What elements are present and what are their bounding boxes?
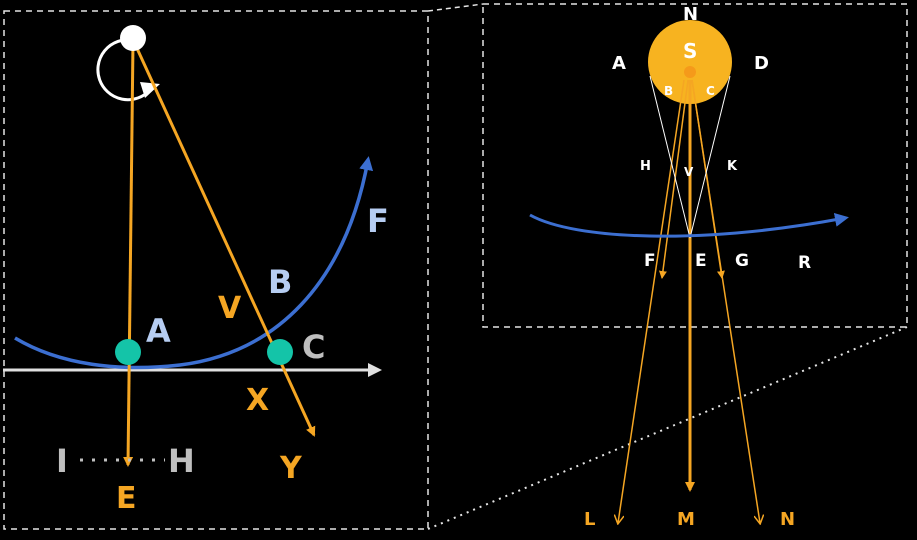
orbit-curve [529, 212, 849, 238]
right-panel: N S A D B C H K V F E G R [482, 3, 908, 523]
point-a [115, 339, 141, 365]
pivot-point [120, 25, 146, 51]
sun-rays [618, 79, 760, 523]
label-x: X [246, 383, 269, 418]
zoom-guide-top [427, 3, 484, 12]
label-n-bottom: N [780, 509, 795, 530]
ray-to-l [618, 79, 685, 523]
label-k: K [727, 159, 738, 174]
label-v: V [218, 291, 242, 326]
label-g: G [735, 251, 749, 271]
label-y: Y [279, 451, 303, 486]
ray-to-g [691, 79, 725, 279]
trajectory-curve [14, 156, 374, 370]
label-c: C [302, 328, 325, 366]
sun-center-dot [684, 66, 696, 78]
right-panel-frame [482, 3, 908, 328]
left-panel: A B C F V X Y E I H [3, 10, 429, 530]
label-n-top: N [683, 4, 698, 25]
label-a: A [146, 312, 171, 350]
cone-left-edge [649, 75, 691, 239]
left-panel-frame [3, 10, 429, 530]
label-r: R [798, 253, 811, 273]
label-m: M [677, 509, 695, 530]
slanted-ray [133, 43, 316, 437]
cone-right-edge [689, 75, 731, 239]
label-h-right: H [640, 159, 651, 174]
label-f-right: F [644, 251, 656, 271]
label-e-right: E [695, 251, 707, 271]
label-b-right: B [664, 84, 673, 98]
label-l: L [584, 509, 595, 530]
zoom-guide-bottom [427, 326, 908, 530]
label-h: H [168, 442, 195, 480]
label-f: F [367, 202, 389, 240]
label-d: D [754, 53, 769, 74]
label-a-right: A [612, 53, 626, 74]
label-v-right: V [684, 165, 694, 179]
label-i: I [56, 442, 68, 480]
label-s: S [683, 39, 697, 63]
sun-disc-icon [648, 20, 732, 104]
label-b: B [268, 263, 292, 301]
label-e: E [116, 481, 137, 516]
label-c-right: C [706, 84, 715, 98]
vertical-ray [123, 41, 135, 467]
point-c [267, 339, 293, 365]
